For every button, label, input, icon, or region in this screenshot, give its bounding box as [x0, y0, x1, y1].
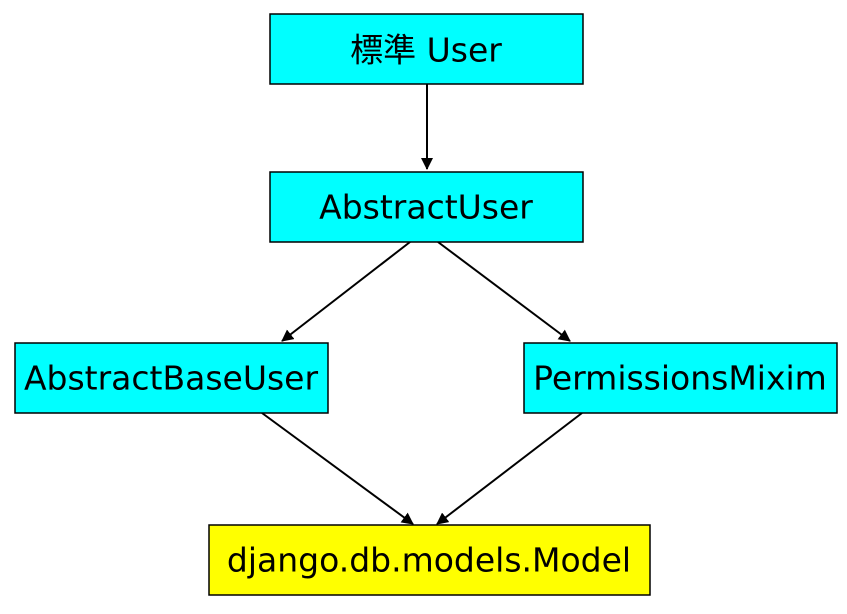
node-box — [208, 524, 651, 596]
edge-abstract-user-to-permissions-mixim — [437, 241, 571, 342]
node-box — [269, 171, 584, 243]
node-box — [523, 342, 838, 414]
node-standard-user: 標準 User — [269, 13, 584, 85]
edge-abstract-user-to-abstract-base-user — [281, 241, 411, 342]
node-label: 標準 User — [350, 31, 502, 70]
node-label: django.db.models.Model — [227, 541, 631, 580]
node-permissions-mixim: PermissionsMixim — [523, 342, 838, 414]
edges — [261, 84, 583, 525]
edge-abstract-base-user-to-django-model — [261, 412, 414, 525]
node-box — [14, 342, 329, 414]
node-django-model: django.db.models.Model — [208, 524, 651, 596]
node-abstract-user: AbstractUser — [269, 171, 584, 243]
node-label: PermissionsMixim — [533, 359, 827, 398]
node-abstract-base-user: AbstractBaseUser — [14, 342, 329, 414]
node-box — [269, 13, 584, 85]
edge-permissions-mixim-to-django-model — [436, 412, 583, 525]
node-label: AbstractBaseUser — [24, 359, 319, 398]
node-label: AbstractUser — [319, 188, 533, 227]
